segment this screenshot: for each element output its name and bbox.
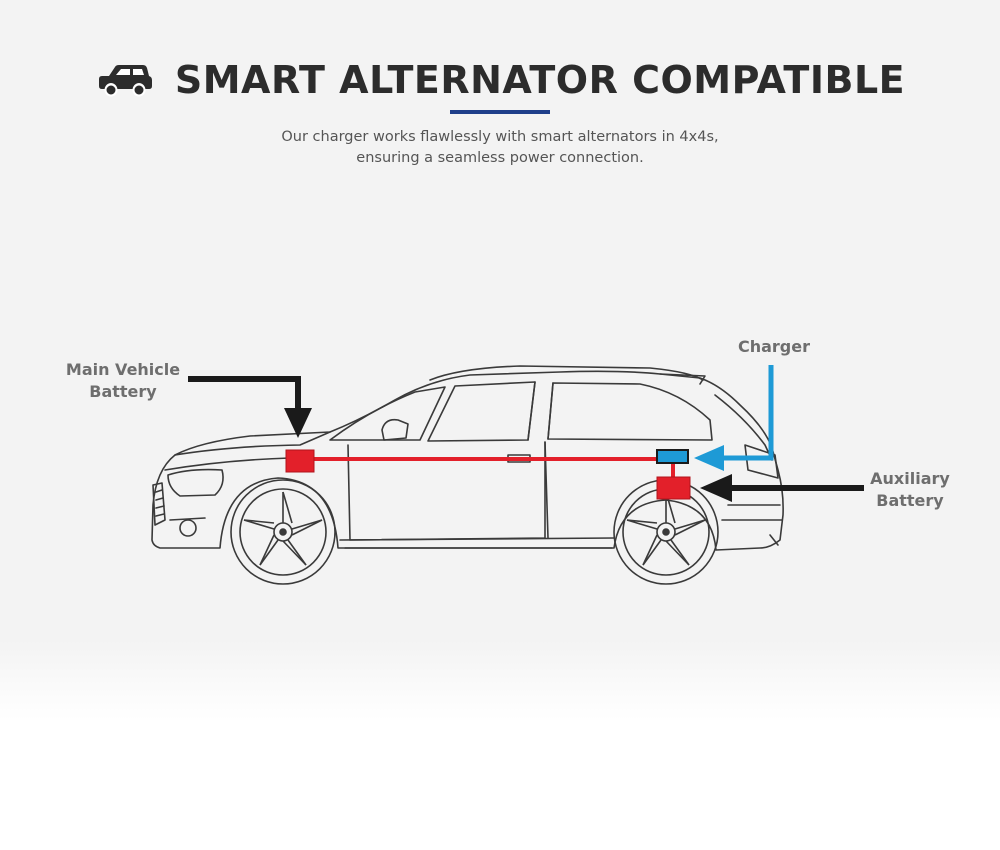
title-underline: [450, 110, 550, 114]
aux-battery-arrowhead: [700, 474, 732, 502]
side-mirror: [381, 418, 409, 441]
main-battery-label: Main Vehicle Battery: [60, 359, 186, 403]
main-battery-label-line-1: Main Vehicle: [65, 360, 181, 379]
main-battery: [285, 449, 315, 473]
auxiliary-battery: [656, 476, 691, 500]
subtitle-line-1: Our charger works flawlessly with smart …: [281, 129, 719, 145]
charger-arrow: [722, 365, 774, 461]
suv-car-icon: [98, 65, 152, 97]
car-outline: [151, 365, 784, 551]
subtitle: Our charger works flawlessly with smart …: [0, 127, 1000, 169]
aux-battery-label-line-2: Battery: [876, 491, 944, 510]
main-battery-arrowhead: [284, 408, 312, 438]
windshield: [329, 386, 446, 441]
front-wheel: [230, 479, 336, 585]
aux-battery-label-line-1: Auxiliary: [870, 469, 950, 488]
tail-light: [744, 444, 779, 479]
charger-unit: [656, 449, 689, 464]
rear-wheel: [613, 479, 719, 585]
main-battery-label-line-2: Battery: [89, 382, 157, 401]
charger-label: Charger: [726, 336, 822, 358]
fog-light: [179, 519, 197, 537]
subtitle-line-2: ensuring a seamless power connection.: [356, 150, 644, 166]
rear-side-window: [547, 382, 713, 441]
aux-battery-label: Auxiliary Battery: [864, 468, 956, 512]
headlight: [167, 468, 224, 497]
page-title: SMART ALTERNATOR COMPATIBLE: [174, 58, 906, 102]
charger-label-text: Charger: [737, 337, 810, 356]
page-header: SMART ALTERNATOR COMPATIBLE: [0, 50, 1000, 110]
front-grille: [152, 482, 166, 526]
charger-arrowhead: [694, 445, 724, 471]
main-battery-arrow: [188, 376, 301, 412]
door-line: [347, 441, 546, 541]
